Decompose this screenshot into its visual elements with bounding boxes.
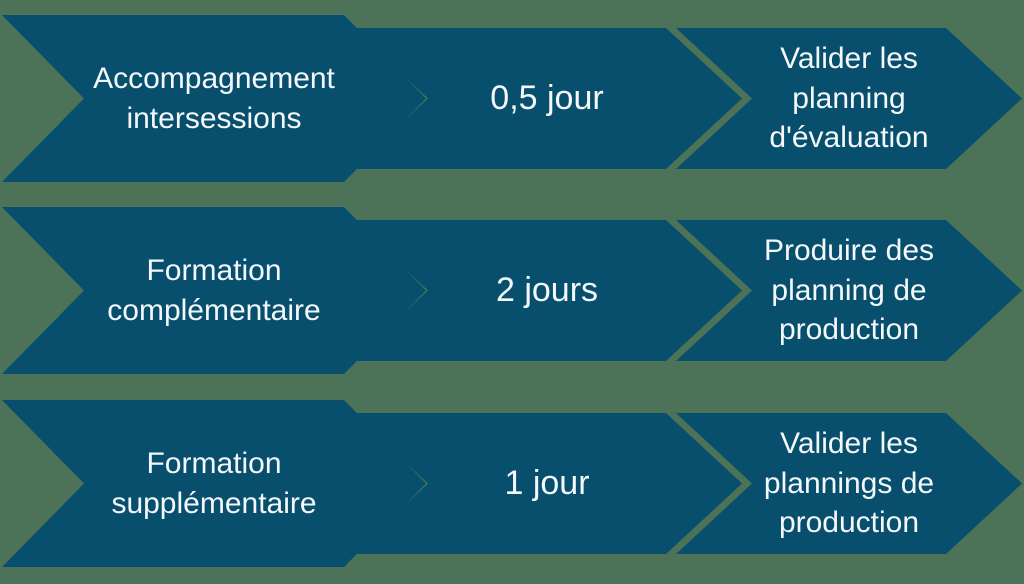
chevron-step-row1: Accompagnement intersessions [2,15,426,182]
deliverable-label-row1: Valider les planning d'évaluation [769,42,929,155]
duration-label-row3: 1 jour [504,464,590,503]
duration-label-row1: 0,5 jour [490,79,604,118]
deliverable-label-row3: Valider les plannings de production [763,427,935,540]
chevron-deliverable-row3: Valider les plannings de production [676,413,1022,554]
chevron-duration-row2: 2 jours [352,220,742,361]
deliverable-label-row2: Produire des planning de production [763,234,935,347]
step-label-row1: Accompagnement intersessions [93,61,335,135]
duration-label-row2: 2 jours [495,271,599,310]
step-label-row2: Formation complémentaire [107,253,321,327]
chevron-step-row2: Formation complémentaire [2,207,426,374]
step-label-row3: Formation supplémentaire [111,446,317,520]
chevron-step-row3: Formation supplémentaire [2,400,426,567]
